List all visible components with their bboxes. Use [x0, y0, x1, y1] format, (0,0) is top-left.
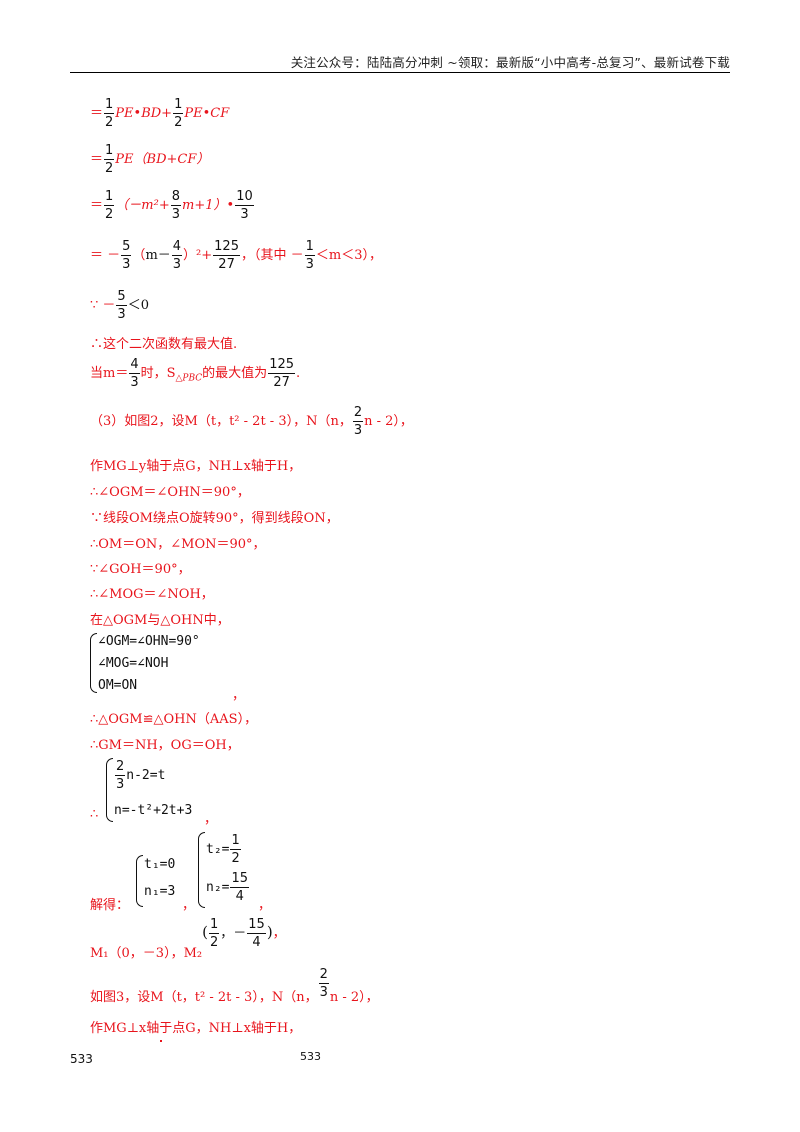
system-row-2: n=-t²+2t+3 — [114, 803, 193, 818]
expr: ＜m＜3）， — [315, 248, 383, 263]
equals-sign: ＝ — [90, 198, 104, 213]
expr: PE•CF — [184, 106, 230, 121]
header-text: 关注公众号：陆陆高分冲刺 ~领取：最新版“小中高考-总复习”、最新试卷下载 — [290, 55, 730, 70]
page-number-center: 533 — [300, 1050, 321, 1063]
page-number-left: 533 — [70, 1052, 93, 1066]
system-row-3: OM=ON — [98, 678, 138, 693]
system-row-1: ∠OGM=∠OHN=90° — [98, 634, 200, 649]
expr: ， — [272, 926, 286, 941]
paren: （ — [132, 248, 146, 263]
therefore-sign: ∴ — [90, 807, 99, 822]
solution-n1: n₁=3 — [144, 884, 176, 899]
equals-sign: ＝ — [90, 152, 104, 167]
line-15: 在△OGM与△OHN中， — [90, 613, 230, 628]
expr: ，（其中 － — [240, 248, 304, 263]
line-9: 作MG⊥y轴于点G，NH⊥x轴于H， — [90, 459, 302, 474]
expr: M₁（0，－3），M₂ — [90, 946, 203, 961]
expr: 的最大值为 — [202, 366, 268, 381]
line-20: 作MG⊥x轴于点G，NH⊥x轴于H， — [90, 1021, 302, 1036]
comma: ， — [220, 926, 234, 941]
expr: 当m＝ — [90, 366, 129, 381]
expr: PE（BD+CF） — [115, 152, 210, 167]
equals-sign: ＝ — [90, 106, 104, 121]
expr: ＜0 — [127, 298, 149, 313]
expr: m－ — [145, 248, 171, 263]
expr: . — [296, 366, 301, 381]
expr: 如图3，设M（t，t² - 2t - 3），N（n， — [90, 990, 318, 1005]
dot-mark — [160, 1040, 162, 1042]
expr: 时，S — [140, 366, 176, 381]
expr: PE•BD+ — [115, 106, 173, 121]
line-12: ∴OM＝ON，∠MON＝90°， — [90, 537, 266, 552]
separator: ， — [182, 898, 196, 913]
solution-tail: ， — [258, 898, 272, 913]
system-tail: ， — [232, 688, 246, 703]
brace — [90, 633, 97, 693]
paren: ( — [202, 923, 208, 941]
equals-sign: ＝ － — [90, 248, 121, 263]
brace — [198, 832, 205, 908]
line-10: ∴∠OGM＝∠OHN＝90°， — [90, 485, 250, 500]
paren: ) — [266, 923, 273, 941]
expr: n - 2）， — [364, 414, 413, 429]
expr: （－m²+ — [115, 198, 170, 213]
line-17: ∴GM＝NH，OG＝OH， — [90, 738, 240, 753]
expr: m+1）• — [182, 198, 235, 213]
page-header: 关注公众号：陆陆高分冲刺 ~领取：最新版“小中高考-总复习”、最新试卷下载 — [70, 44, 730, 73]
system-tail: ， — [204, 812, 218, 827]
line-6: ∴这个二次函数有最大值. — [90, 337, 238, 352]
paren: ）²+ — [183, 248, 213, 263]
line-13: ∵∠GOH＝90°， — [90, 562, 191, 577]
solution-label: 解得： — [90, 898, 130, 913]
expr: （3）如图2，设M（t，t² - 2t - 3），N（n， — [90, 414, 352, 429]
system-row-2: ∠MOG=∠NOH — [98, 656, 169, 671]
expr: n - 2）， — [329, 990, 379, 1005]
brace — [106, 758, 113, 822]
brace — [136, 855, 143, 907]
line-14: ∴∠MOG＝∠NOH， — [90, 587, 214, 602]
line-11: ∵线段OM绕点O旋转90°，得到线段ON， — [90, 511, 339, 526]
subscript: △PBC — [175, 373, 203, 384]
line-16: ∴△OGM≌△OHN（AAS）， — [90, 712, 258, 727]
because-sign: ∵ － — [90, 298, 116, 313]
minus-sign: － — [233, 926, 247, 941]
solution-t1: t₁=0 — [144, 857, 176, 872]
